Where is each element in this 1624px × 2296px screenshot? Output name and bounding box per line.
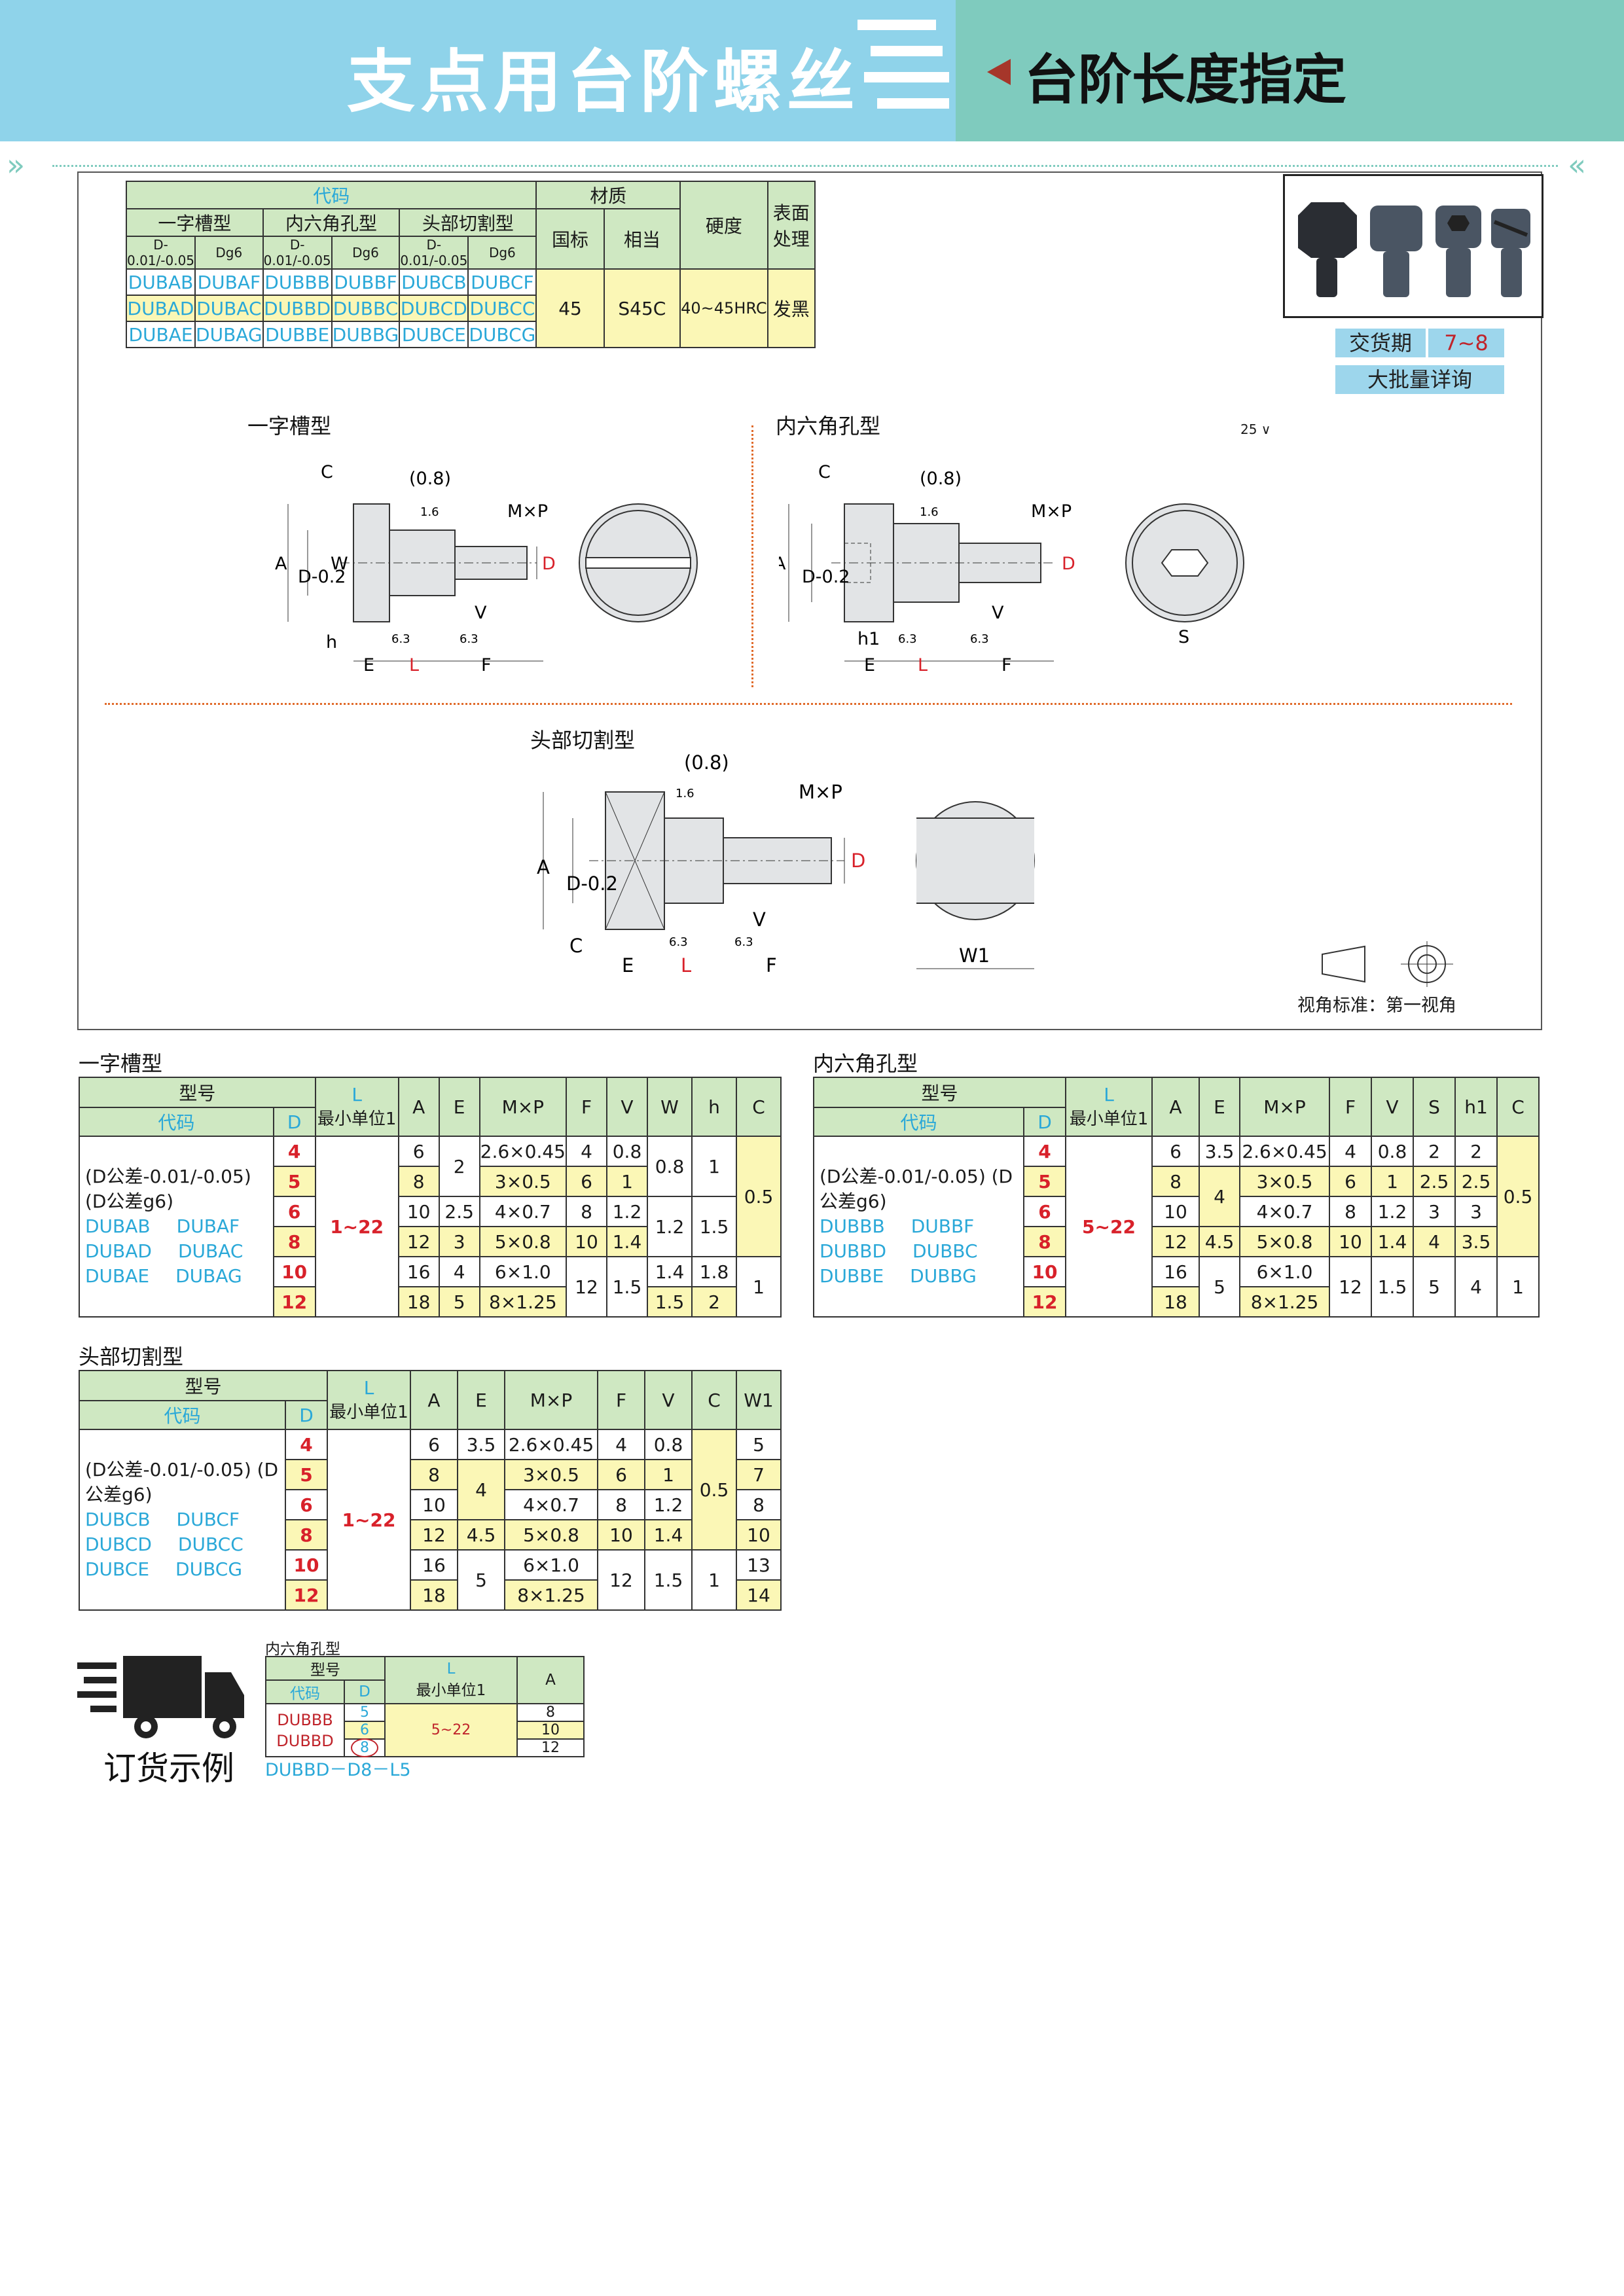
- table-row: 10 16 5 6×1.0 12 1.5 5 4 1: [814, 1256, 1540, 1318]
- table-row: 6 10 2.5 4×0.7 8 1.2 1.2 1.5: [79, 1196, 781, 1257]
- hex-type-drawing: C (0.8) 1.6 M×P A D-0.2 D V h1 E L F S 6…: [779, 462, 1244, 675]
- svg-text:6.3: 6.3: [669, 935, 688, 949]
- svg-text:E: E: [363, 655, 374, 675]
- delivery-days: 7~8: [1428, 329, 1504, 357]
- svg-text:6.3: 6.3: [391, 632, 410, 646]
- table-row: DUBAE DUBAG DUBBE DUBBG DUBCE DUBCG: [125, 321, 815, 348]
- svg-text:V: V: [992, 603, 1004, 623]
- svg-text:W1: W1: [959, 944, 990, 967]
- svg-text:L: L: [681, 954, 691, 977]
- section-divider-horizontal: [105, 703, 1512, 705]
- svg-text:(0.8): (0.8): [684, 751, 729, 774]
- svg-text:1.6: 1.6: [420, 505, 439, 519]
- svg-text:V: V: [753, 908, 766, 931]
- svg-text:C: C: [818, 462, 831, 482]
- drawing-label-cut: 头部切割型: [530, 728, 636, 753]
- delivery-truck-icon: [77, 1656, 244, 1738]
- svg-text:A: A: [275, 554, 287, 574]
- svg-text:M×P: M×P: [507, 501, 548, 522]
- product-photo: [1283, 174, 1543, 318]
- table-row: 6 10 4×0.7 8 1.2 3 3: [814, 1196, 1539, 1227]
- table-row: 10 16 4 6×1.0 12 1.5 1.4 1.8 1: [79, 1256, 782, 1318]
- code-material-table: 代码 材质 硬度 表面处理 一字槽型 内六角孔型 头部切割型 国标 相当 D-0…: [125, 181, 816, 348]
- svg-text:F: F: [766, 954, 777, 977]
- svg-text:h: h: [326, 632, 337, 653]
- svg-text:D: D: [542, 554, 556, 574]
- header-banner-right: [956, 0, 1624, 141]
- svg-text:F: F: [1001, 655, 1012, 675]
- selected-d-marker: 8: [351, 1738, 378, 1757]
- delivery-label: 交货期: [1335, 329, 1426, 357]
- double-chevron-left-icon: «: [1568, 147, 1587, 183]
- roughness-symbol-icon: 25 ∨: [1240, 422, 1271, 437]
- slot-type-drawing: C (0.8) 1.6 M×P A D-0.2 W D V h E L F 6.…: [275, 462, 698, 675]
- table-row: 10 16 5 6×1.0 12 1.5 1 13: [79, 1549, 782, 1611]
- svg-text:E: E: [622, 954, 634, 977]
- svg-text:L: L: [409, 655, 419, 675]
- svg-text:(0.8): (0.8): [920, 469, 962, 489]
- svg-text:1.6: 1.6: [920, 505, 939, 519]
- svg-text:D: D: [1062, 554, 1075, 574]
- svg-text:6.3: 6.3: [460, 632, 478, 646]
- svg-text:E: E: [864, 655, 875, 675]
- svg-text:L: L: [918, 655, 928, 675]
- first-angle-projection-icon: [1322, 941, 1453, 987]
- spec-panel: [77, 171, 1542, 1030]
- svg-text:V: V: [475, 603, 487, 623]
- svg-text:M×P: M×P: [799, 781, 842, 803]
- slot-table-title: 一字槽型: [79, 1051, 163, 1076]
- header-banner-left: [0, 0, 956, 141]
- svg-text:A: A: [537, 856, 550, 878]
- bulk-inquiry-label: 大批量详询: [1335, 365, 1504, 394]
- table-row: DUBAB DUBAF DUBBB DUBBF DUBCB DUBCF 45 S…: [125, 268, 816, 348]
- drawing-label-hex: 内六角孔型: [776, 414, 881, 439]
- cut-table-title: 头部切割型: [79, 1344, 184, 1369]
- screw-photo-icon: [1298, 202, 1530, 297]
- svg-text:C: C: [321, 462, 333, 482]
- order-table-title: 内六角孔型: [265, 1641, 340, 1658]
- svg-text:6.3: 6.3: [734, 935, 753, 949]
- svg-text:D-0.2: D-0.2: [298, 567, 346, 587]
- svg-text:D-0.2: D-0.2: [566, 872, 618, 895]
- header-stripes: [844, 0, 975, 141]
- svg-text:A: A: [779, 554, 786, 574]
- svg-text:6.3: 6.3: [898, 632, 917, 646]
- svg-text:1.6: 1.6: [676, 787, 695, 800]
- svg-text:h1: h1: [857, 629, 880, 649]
- order-example-code: DUBBD－D8－L5: [265, 1760, 411, 1780]
- svg-text:F: F: [481, 655, 492, 675]
- table-row: 8 12: [266, 1738, 585, 1757]
- svg-text:6.3: 6.3: [970, 632, 989, 646]
- svg-text:S: S: [1178, 627, 1189, 647]
- svg-text:D: D: [851, 850, 865, 872]
- header-divider: [52, 165, 1558, 167]
- drawing-label-slot: 一字槽型: [247, 414, 332, 439]
- double-chevron-right-icon: »: [7, 147, 26, 183]
- svg-text:M×P: M×P: [1031, 501, 1072, 522]
- order-example-label: 订货示例: [103, 1749, 234, 1787]
- section-divider-vertical: [751, 425, 753, 687]
- page-subtitle: 台阶长度指定: [1024, 49, 1347, 111]
- svg-text:C: C: [569, 935, 583, 957]
- svg-text:D-0.2: D-0.2: [802, 567, 850, 587]
- page-title: 支点用台阶螺丝: [347, 42, 861, 122]
- svg-text:(0.8): (0.8): [409, 469, 451, 489]
- view-standard-label: 视角标准：第一视角: [1297, 996, 1456, 1016]
- arrow-left-icon: [987, 59, 1011, 85]
- svg-text:W: W: [331, 554, 348, 574]
- table-row: 6 10 4×0.7 8 1.2 8: [79, 1489, 782, 1520]
- cut-type-drawing: (0.8) 1.6 M×P A D-0.2 D V C E L F W1 6.3…: [537, 751, 1035, 977]
- hex-table-title: 内六角孔型: [813, 1051, 918, 1076]
